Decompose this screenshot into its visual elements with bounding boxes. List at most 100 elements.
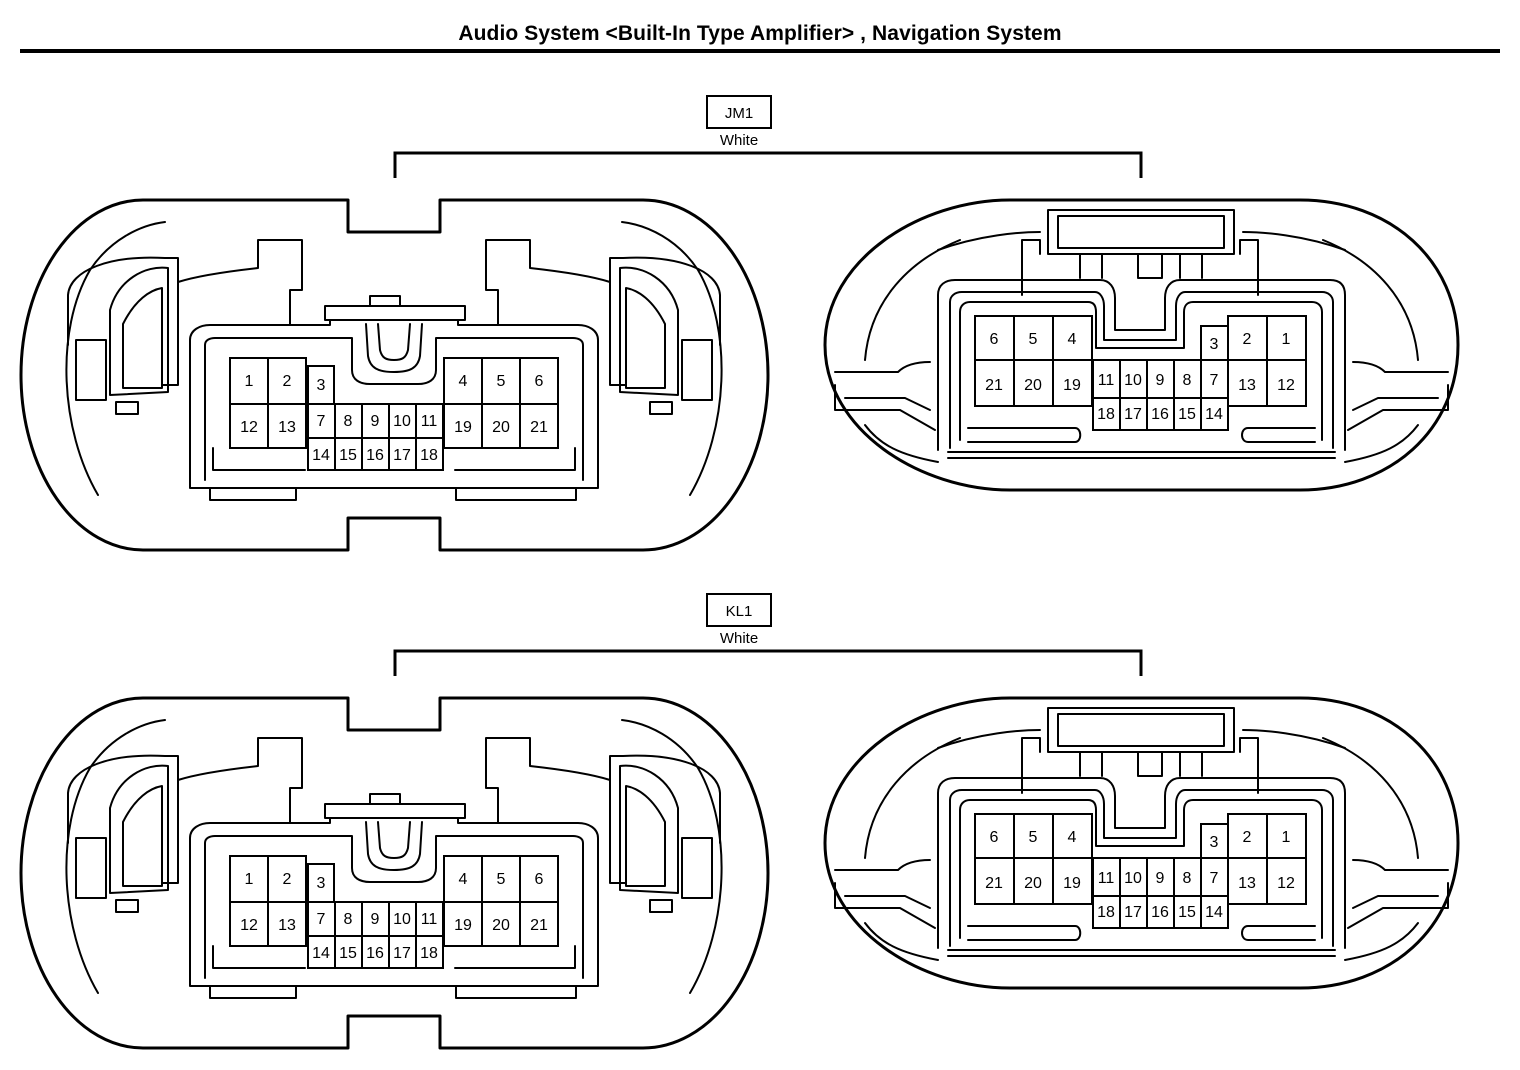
pin-label: 20 (492, 917, 510, 934)
pin-label: 20 (492, 419, 510, 436)
connector-color-label: White (720, 630, 758, 647)
pin-label: 4 (1068, 331, 1077, 348)
pin-label: 15 (339, 447, 357, 464)
pin-label: 3 (317, 377, 326, 394)
pin-label: 19 (454, 917, 472, 934)
pin-label: 14 (312, 945, 330, 962)
pin-label: 2 (283, 373, 292, 390)
pin-label: 16 (366, 447, 384, 464)
pin-label: 13 (1238, 377, 1256, 394)
pin-label: 14 (1205, 406, 1223, 423)
pin-label: 10 (393, 911, 411, 928)
pin-label: 13 (278, 419, 296, 436)
pin-label: 15 (1178, 904, 1196, 921)
pin-label: 3 (1210, 834, 1219, 851)
pin-label: 16 (1151, 406, 1169, 423)
connector-kl1: KL1 White 1 2 4 5 6 3 12 13 7 8 9 10 11 … (19, 593, 1460, 1050)
pin-label: 5 (497, 373, 506, 390)
pin-label: 3 (317, 875, 326, 892)
pin-label: 18 (420, 447, 438, 464)
pin-label: 17 (1124, 406, 1142, 423)
connector-face-right (823, 198, 1460, 492)
pin-label: 10 (1124, 870, 1142, 887)
pin-label: 2 (283, 871, 292, 888)
pin-label: 1 (245, 373, 254, 390)
pin-label: 1 (1282, 331, 1291, 348)
pin-label: 21 (530, 917, 548, 934)
connector-bracket (393, 649, 1143, 676)
title-rule (20, 49, 1500, 53)
pin-label: 4 (1068, 829, 1077, 846)
pin-label: 12 (240, 419, 258, 436)
pin-label: 12 (1277, 875, 1295, 892)
pin-label: 7 (317, 413, 326, 430)
connector-jm1: JM1 White 1 2 4 5 6 3 12 13 7 8 9 10 11 … (19, 95, 1460, 552)
pin-label: 18 (1097, 904, 1115, 921)
pin-label: 18 (420, 945, 438, 962)
pin-label: 10 (393, 413, 411, 430)
pin-label: 16 (1151, 904, 1169, 921)
pin-label: 12 (1277, 377, 1295, 394)
pin-label: 2 (1243, 829, 1252, 846)
pin-label: 16 (366, 945, 384, 962)
pin-label: 6 (990, 331, 999, 348)
pin-label: 2 (1243, 331, 1252, 348)
connector-code-box (706, 593, 772, 627)
pin-label: 6 (535, 373, 544, 390)
pin-label: 15 (339, 945, 357, 962)
pin-label: 19 (454, 419, 472, 436)
pin-label: 4 (459, 373, 468, 390)
pin-label: 8 (1183, 870, 1192, 887)
pin-label: 1 (1282, 829, 1291, 846)
pin-label: 7 (1210, 870, 1219, 887)
pin-label: 21 (530, 419, 548, 436)
pin-label: 12 (240, 917, 258, 934)
connector-code-box (706, 95, 772, 129)
pin-label: 21 (985, 377, 1003, 394)
pin-label: 11 (421, 911, 438, 928)
pin-label: 20 (1024, 377, 1042, 394)
connector-face-left (19, 696, 770, 1050)
pin-label: 17 (1124, 904, 1142, 921)
pin-label: 1 (245, 871, 254, 888)
pin-label: 19 (1063, 875, 1081, 892)
pin-label: 19 (1063, 377, 1081, 394)
pin-label: 5 (1029, 331, 1038, 348)
pin-label: 9 (371, 911, 380, 928)
pin-label: 15 (1178, 406, 1196, 423)
pin-label: 4 (459, 871, 468, 888)
pin-label: 11 (421, 413, 438, 430)
page-title: Audio System <Built-In Type Amplifier> ,… (458, 22, 1062, 45)
pin-label: 9 (1156, 372, 1165, 389)
connector-color-label: White (720, 132, 758, 149)
connector-code: KL1 (726, 603, 753, 620)
pin-label: 14 (312, 447, 330, 464)
connector-face-left (19, 198, 770, 552)
pin-label: 21 (985, 875, 1003, 892)
connector-face-right (823, 696, 1460, 990)
pin-label: 3 (1210, 336, 1219, 353)
pin-label: 17 (393, 447, 411, 464)
pin-label: 9 (1156, 870, 1165, 887)
pin-label: 11 (1098, 372, 1115, 389)
pin-label: 17 (393, 945, 411, 962)
pin-label: 8 (344, 911, 353, 928)
connector-code: JM1 (725, 105, 753, 122)
connector-bracket (393, 151, 1143, 178)
pin-label: 8 (344, 413, 353, 430)
pin-label: 6 (990, 829, 999, 846)
pin-label: 13 (1238, 875, 1256, 892)
pin-label: 7 (317, 911, 326, 928)
pin-label: 7 (1210, 372, 1219, 389)
pin-label: 10 (1124, 372, 1142, 389)
pin-label: 5 (497, 871, 506, 888)
pin-label: 8 (1183, 372, 1192, 389)
pin-label: 6 (535, 871, 544, 888)
pin-label: 13 (278, 917, 296, 934)
pin-label: 20 (1024, 875, 1042, 892)
pin-label: 11 (1098, 870, 1115, 887)
pin-label: 18 (1097, 406, 1115, 423)
pin-label: 9 (371, 413, 380, 430)
pin-label: 14 (1205, 904, 1223, 921)
